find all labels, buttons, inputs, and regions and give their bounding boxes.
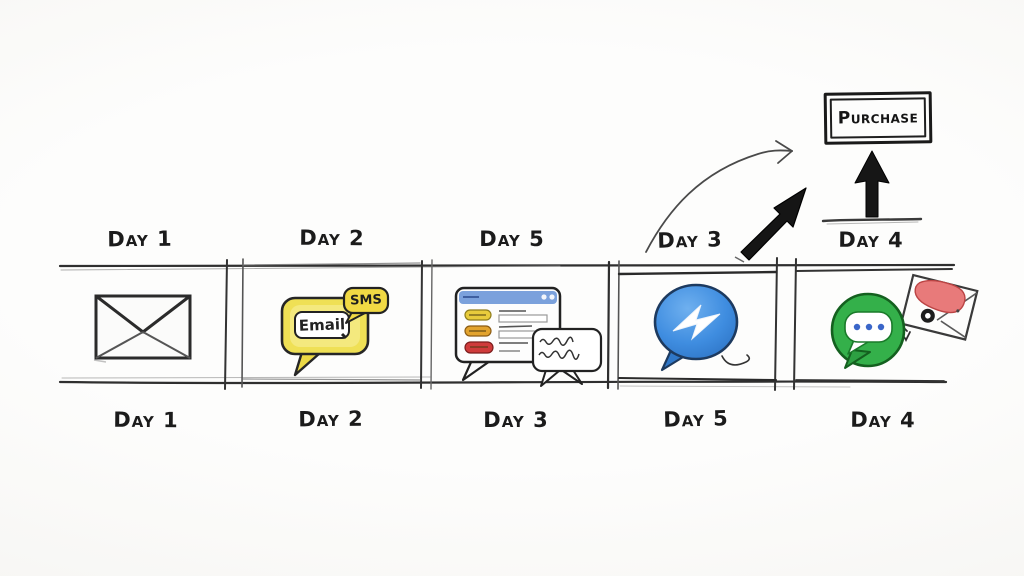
bottom-label-day-2: Day 2 (298, 406, 364, 432)
envelope-folds (95, 331, 191, 359)
email-sms-bubbles-icon: Email SMS (268, 282, 398, 387)
window-content-lines (498, 310, 533, 344)
green-chat-tail (844, 349, 871, 369)
bottom-label-day-1: Day 1 (113, 407, 179, 433)
photo-red-blob (914, 279, 966, 314)
sms-bubble (342, 286, 390, 315)
diagonal-up-arrow (734, 187, 807, 263)
top-label-day-4: Day 3 (657, 227, 723, 253)
sms-label: SMS (349, 292, 383, 309)
top-label-day-5: Day 4 (838, 227, 904, 253)
browser-titlebar (459, 291, 557, 304)
envelope-icon (88, 288, 198, 366)
purchase-label: Purchase (837, 107, 919, 129)
scribble-text (538, 336, 580, 360)
day4-underline (821, 217, 923, 225)
chat-bubble (531, 327, 603, 373)
email-label: Email (298, 315, 346, 335)
email-label-box (294, 311, 350, 339)
email-bubble-tail (293, 350, 322, 377)
top-label-day-3: Day 5 (479, 227, 545, 251)
window-button (541, 294, 547, 300)
segment-dividers (224, 257, 797, 391)
chat-bubble-tail (540, 369, 560, 387)
input-box (498, 314, 548, 323)
top-label-day-1: Day 1 (107, 226, 173, 252)
photo-card (899, 273, 979, 341)
top-label-day-2: Day 2 (299, 225, 365, 251)
up-arrow (854, 150, 890, 218)
band-bottom-line (58, 376, 948, 388)
purchase-box: Purchase (823, 91, 933, 145)
purchase-box-inner: Purchase (829, 97, 927, 139)
segment-box-strokes (242, 262, 953, 382)
chat-photo-message-icon (818, 262, 988, 382)
curved-arrow (645, 140, 793, 253)
browser-chat-window-icon (446, 282, 611, 400)
window-button (549, 294, 555, 300)
typing-dots (853, 323, 885, 331)
bottom-label-day-4: Day 5 (663, 406, 729, 432)
messenger-icon (638, 276, 763, 380)
chat-bubble-tail (562, 369, 583, 385)
bottom-label-day-3: Day 3 (483, 408, 549, 432)
messenger-bolt (672, 304, 721, 341)
bottom-label-day-5: Day 4 (850, 407, 916, 433)
input-box (498, 330, 538, 339)
messenger-curl (721, 354, 751, 366)
